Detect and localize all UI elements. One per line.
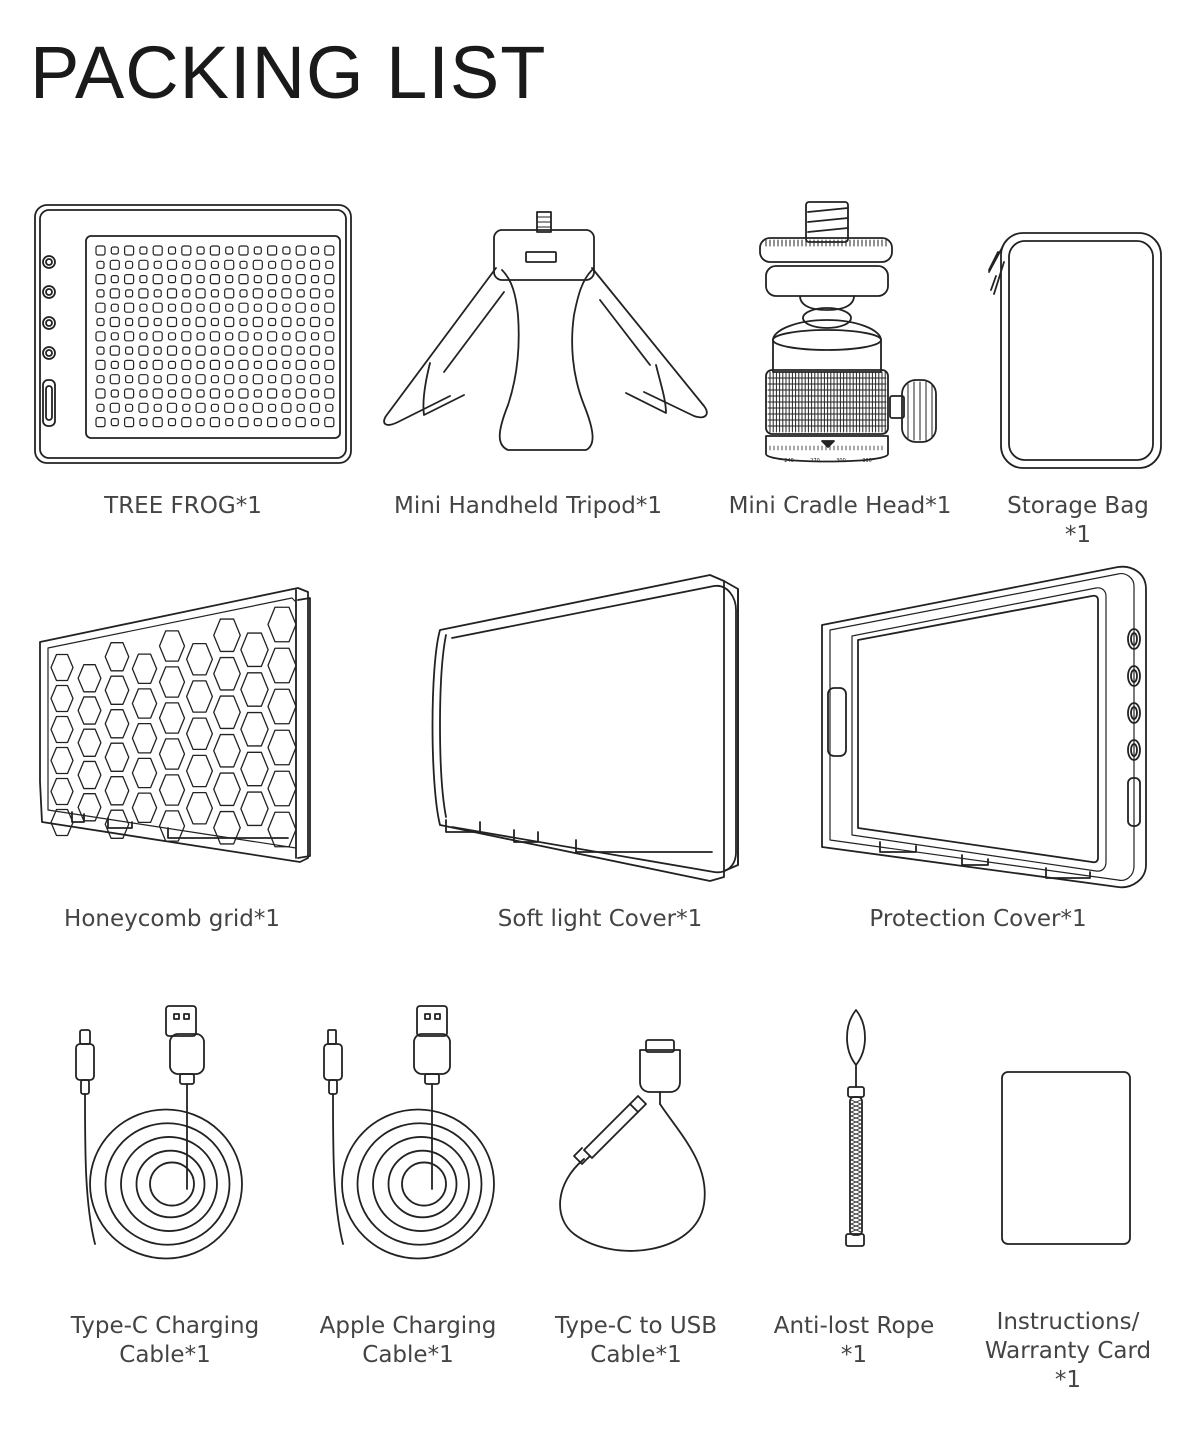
honeycomb-cells — [51, 607, 296, 846]
page-title: PACKING LIST — [30, 31, 547, 114]
label-storage-bag: Storage Bag*1 — [1007, 493, 1149, 548]
scale-label: 300 — [836, 458, 846, 464]
cradle-scale-labels: 240 270 300 330 — [770, 446, 882, 464]
label-protection-cover: Protection Cover*1 — [869, 906, 1087, 932]
label-tree-frog: TREE FROG*1 — [104, 493, 262, 519]
side-buttons — [43, 256, 55, 426]
knurl-ring — [768, 372, 886, 432]
honeycomb-grid-illustration — [40, 588, 310, 862]
protection-cover-illustration — [822, 567, 1146, 888]
mini-tripod-illustration — [384, 212, 707, 450]
cable-coil — [342, 1110, 494, 1259]
label-mini-handheld-tripod: Mini Handheld Tripod*1 — [393, 493, 663, 519]
soft-light-cover-illustration — [433, 575, 739, 881]
label-anti-lost-rope: Anti-lost Rope*1 — [773, 1313, 935, 1368]
scale-label: 330 — [862, 458, 872, 464]
instructions-card-illustration — [1002, 1072, 1130, 1244]
label-mini-cradle-head: Mini Cradle Head*1 — [728, 493, 952, 519]
tree-frog-light-illustration — [35, 205, 351, 463]
cradle-head-illustration: 240 270 300 330 — [760, 202, 936, 464]
led-grid — [96, 246, 334, 427]
knurl-ring-top — [766, 240, 886, 246]
anti-lost-rope-illustration — [846, 1010, 865, 1246]
otg-cable-illustration — [560, 1040, 705, 1251]
apple-cable-illustration — [324, 1006, 494, 1258]
rope-weave — [851, 1100, 861, 1232]
type-c-cable-illustration — [76, 1006, 242, 1258]
cable-coil — [90, 1110, 242, 1259]
label-soft-light-cover: Soft light Cover*1 — [497, 906, 703, 932]
storage-bag-illustration — [989, 233, 1161, 468]
scale-label: 270 — [810, 458, 820, 464]
scale-label: 240 — [784, 458, 794, 464]
label-instructions-warranty-card: Instructions/Warranty Card*1 — [984, 1309, 1152, 1393]
label-honeycomb-grid: Honeycomb grid*1 — [64, 906, 280, 932]
